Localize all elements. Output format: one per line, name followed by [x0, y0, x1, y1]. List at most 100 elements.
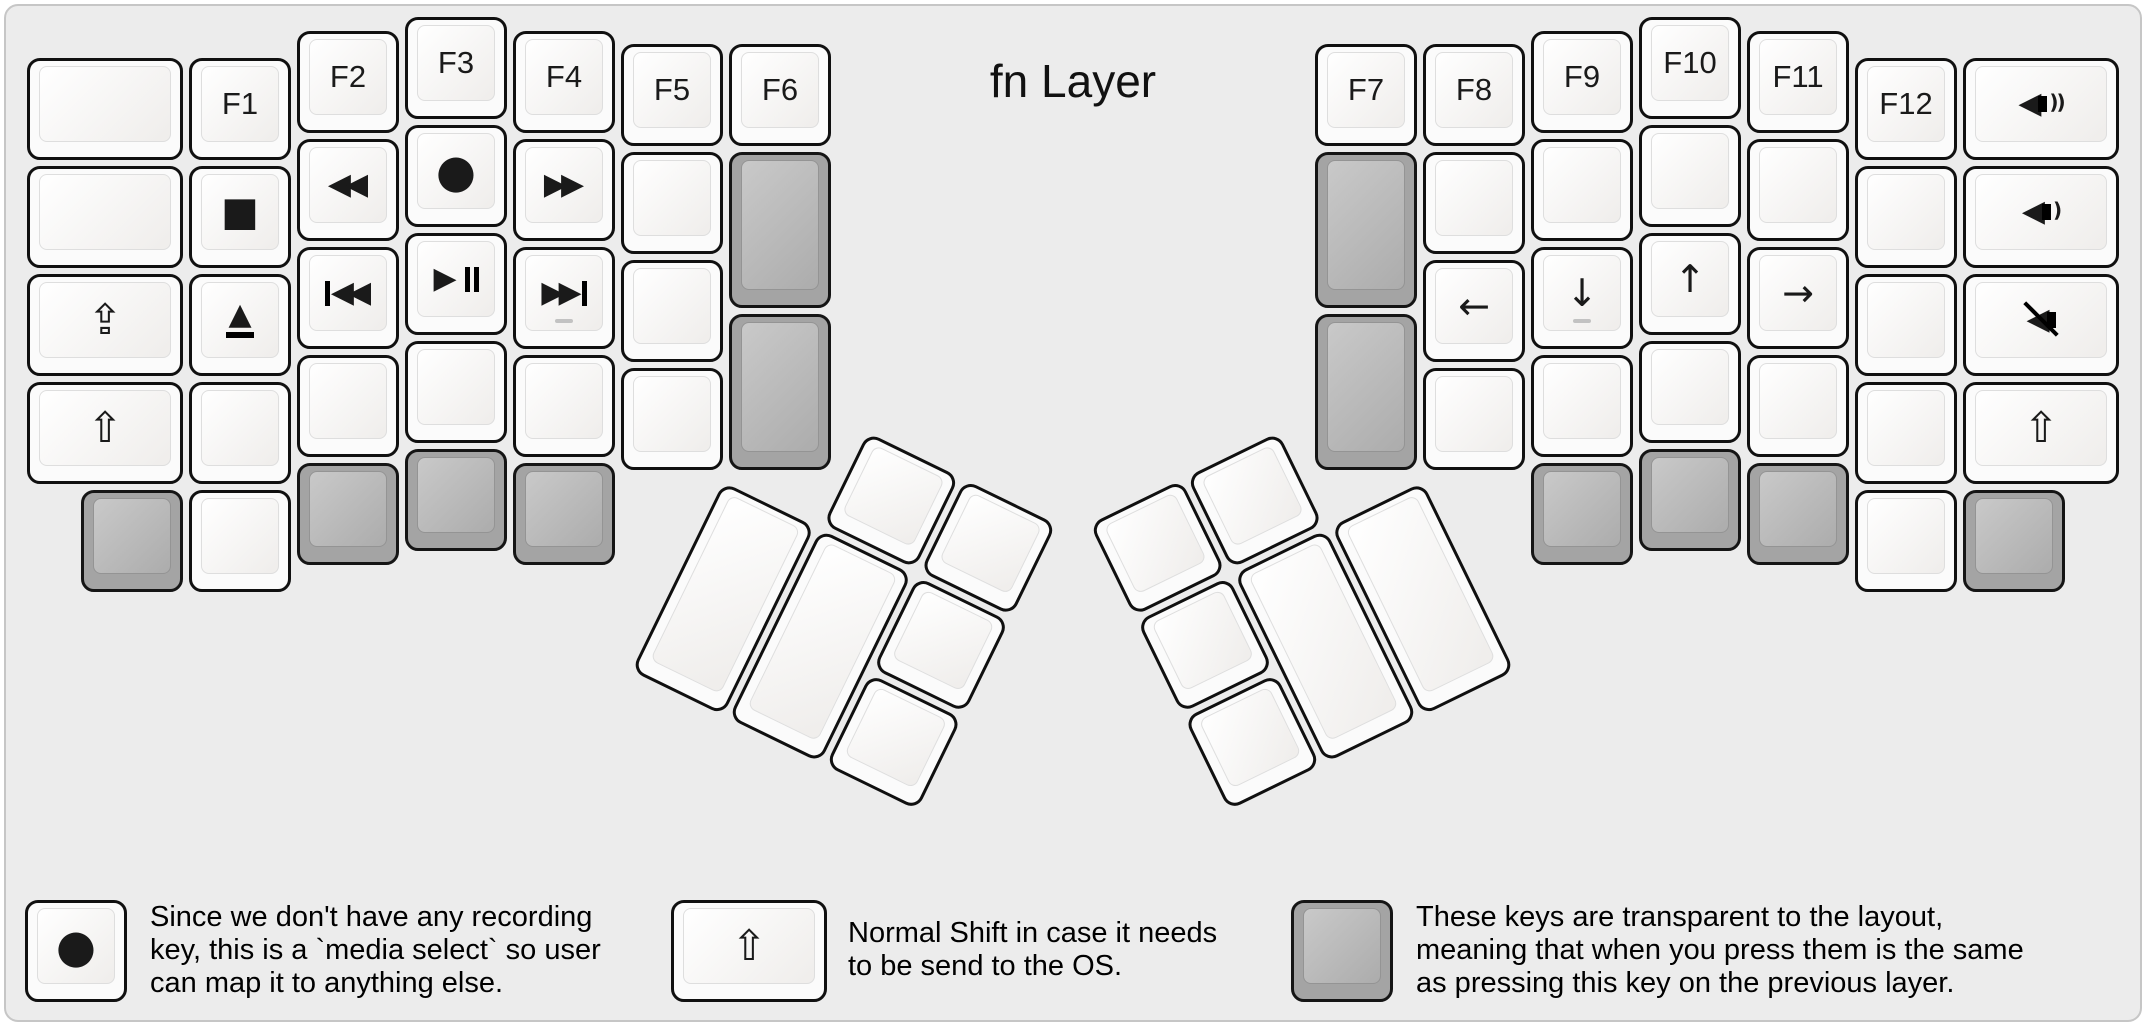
caps-lock-icon: ⇪ — [87, 295, 123, 344]
key-transparent — [513, 463, 615, 565]
key-transparent — [1747, 463, 1849, 565]
shift-icon: ⇧ — [2023, 403, 2059, 452]
key-blank — [297, 355, 399, 457]
key-previous-track: ◀◀ — [297, 247, 399, 349]
key-transparent — [81, 490, 183, 592]
keycap: ▶▶ — [525, 255, 603, 331]
key-fast-forward: ▶▶ — [513, 139, 615, 241]
key-transparent — [297, 463, 399, 565]
volume-up-icon: ◀)) — [2018, 86, 2065, 121]
keycap: ⇪ — [39, 282, 171, 358]
keycap — [417, 457, 495, 533]
keycap — [1867, 390, 1945, 466]
keycap: F5 — [633, 52, 711, 128]
keycap — [309, 471, 387, 547]
keycap: F4 — [525, 39, 603, 115]
key-f5: F5 — [621, 44, 723, 146]
key-label: F5 — [653, 72, 691, 107]
keycap: ▲ — [201, 282, 279, 358]
key-f11: F11 — [1747, 31, 1849, 133]
keycap: F11 — [1759, 39, 1837, 115]
stop-icon: ■ — [221, 189, 259, 235]
keycap: ⇧ — [683, 908, 815, 984]
keycap: ↑ — [1651, 241, 1729, 317]
key-f6: F6 — [729, 44, 831, 146]
keycap — [1975, 498, 2053, 574]
key-media-select-record: ● — [405, 125, 507, 227]
key-legend-transparent-key — [1291, 900, 1393, 1002]
key-transparent — [729, 152, 831, 308]
keycap: ⇧ — [39, 390, 171, 466]
arrow-right-icon: → — [1782, 271, 1814, 315]
keycap: F3 — [417, 25, 495, 101]
keycap — [1759, 363, 1837, 439]
key-play-pause: ▶ — [405, 233, 507, 335]
shift-icon: ⇧ — [87, 403, 123, 452]
key-blank — [189, 382, 291, 484]
keycap: F9 — [1543, 39, 1621, 115]
keycap — [309, 363, 387, 439]
keycap — [1867, 498, 1945, 574]
keycap — [1543, 471, 1621, 547]
keycap — [1651, 133, 1729, 209]
key-blank — [621, 260, 723, 362]
keycap: ◀) — [1975, 174, 2107, 250]
key-transparent — [1639, 449, 1741, 551]
key-legend-shift-key: ⇧ — [671, 900, 827, 1002]
key-arrow-right: → — [1747, 247, 1849, 349]
keycap — [741, 322, 819, 452]
page-title: fn Layer — [989, 55, 1157, 107]
key-f10: F10 — [1639, 17, 1741, 119]
keycap — [201, 390, 279, 466]
key-blank — [1855, 382, 1957, 484]
key-label: F2 — [329, 59, 367, 94]
keycap: F10 — [1651, 25, 1729, 101]
key-shift-left: ⇧ — [27, 382, 183, 484]
key-blank — [1855, 166, 1957, 268]
key-blank — [189, 490, 291, 592]
key-blank — [1855, 490, 1957, 592]
key-f7: F7 — [1315, 44, 1417, 146]
key-blank — [1747, 355, 1849, 457]
keycap: ↓ — [1543, 255, 1621, 331]
record-icon: ● — [55, 919, 97, 973]
key-label: F4 — [545, 59, 583, 94]
keycap: ◀◀ — [309, 147, 387, 223]
keycap: F2 — [309, 39, 387, 115]
keycap — [201, 498, 279, 574]
keycap — [1651, 457, 1729, 533]
previous-track-icon: ◀◀ — [324, 278, 371, 308]
keycap: ▶▶ — [525, 147, 603, 223]
keycap: ◀)) — [1975, 66, 2107, 142]
volume-down-icon: ◀) — [2021, 194, 2062, 229]
key-blank — [1639, 341, 1741, 443]
key-volume-up: ◀)) — [1963, 58, 2119, 160]
keycap — [39, 174, 171, 250]
keycap: F8 — [1435, 52, 1513, 128]
key-label: F10 — [1663, 45, 1717, 80]
legend-text-3: These keys are transparent to the layout… — [1416, 901, 2024, 999]
key-blank — [1423, 152, 1525, 254]
key-f4: F4 — [513, 31, 615, 133]
key-f8: F8 — [1423, 44, 1525, 146]
key-transparent — [1315, 152, 1417, 308]
next-track-icon: ▶▶ — [541, 278, 587, 308]
arrow-left-icon: ← — [1458, 284, 1490, 328]
keycap: ← — [1435, 268, 1513, 344]
keycap: F1 — [201, 66, 279, 142]
key-label: F7 — [1347, 72, 1385, 107]
arrow-up-icon: ↑ — [1674, 257, 1706, 301]
key-blank — [1639, 125, 1741, 227]
key-stop: ■ — [189, 166, 291, 268]
key-f2: F2 — [297, 31, 399, 133]
keycap: → — [1759, 255, 1837, 331]
keycap — [525, 471, 603, 547]
key-blank-top-left-1 — [27, 58, 183, 160]
keycap: F12 — [1867, 66, 1945, 142]
mute-icon: ◀ — [2023, 301, 2060, 337]
key-label: F3 — [437, 45, 475, 80]
arrow-down-icon: ↓ — [1566, 271, 1598, 315]
key-legend-media-select-key: ● — [25, 900, 127, 1002]
legend-text-2: Normal Shift in case it needs to be send… — [848, 917, 1218, 982]
keycap — [39, 66, 171, 142]
